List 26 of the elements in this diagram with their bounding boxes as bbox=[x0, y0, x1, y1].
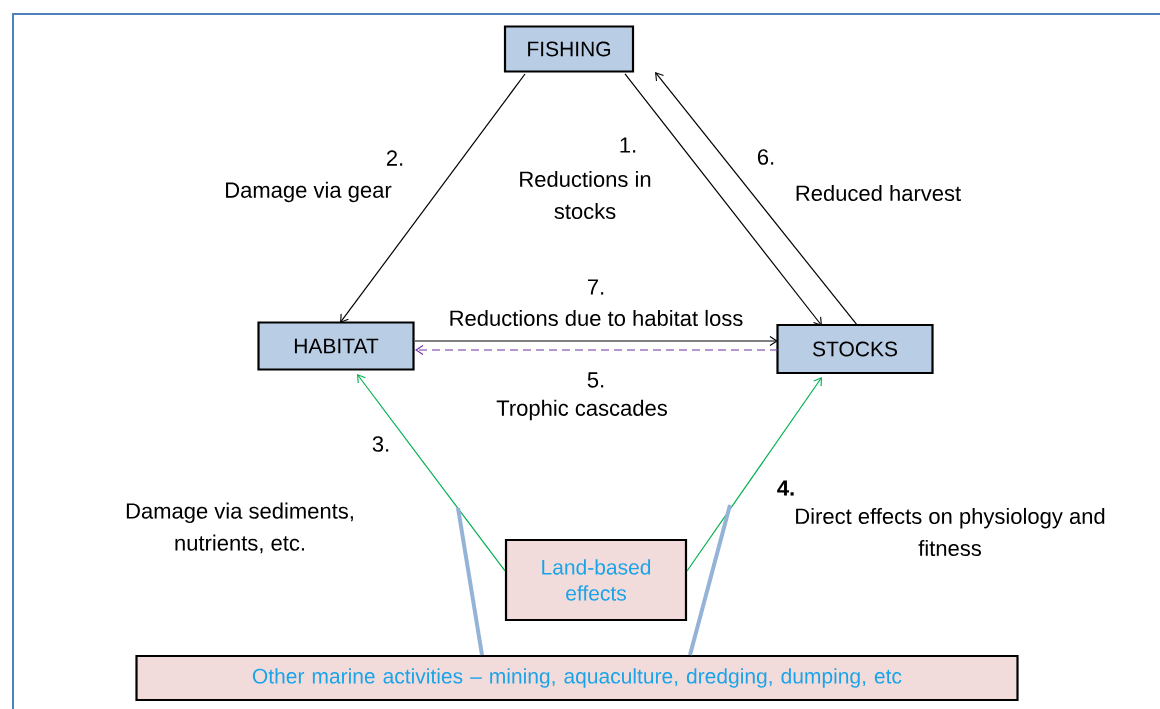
arrow bbox=[415, 344, 779, 356]
edge-label: Trophic cascades bbox=[496, 399, 667, 421]
arrow bbox=[686, 377, 822, 572]
box: Land-based effects bbox=[504, 538, 688, 622]
step-number: 1. bbox=[620, 137, 636, 153]
edge-label: Direct effects on physiology and fitness bbox=[796, 507, 1105, 557]
edge-label: Reduced harvest bbox=[796, 184, 961, 202]
step-number: 4. bbox=[777, 480, 794, 496]
box: STOCKS bbox=[776, 323, 934, 375]
edge-label: Reductions due to habitat loss bbox=[450, 309, 743, 327]
box: HABITAT bbox=[257, 321, 415, 371]
edge-label: Damage via sediments, nutrients, etc. bbox=[126, 502, 353, 554]
box: Other marine activities – mining, aquaculture, dredging, dumping, etc bbox=[135, 654, 1019, 702]
arrow bbox=[357, 374, 506, 572]
edge-label: Damage via gear bbox=[226, 181, 392, 203]
box: FISHING bbox=[503, 25, 635, 73]
arrow bbox=[655, 72, 858, 326]
arrow bbox=[624, 73, 822, 326]
arrow bbox=[340, 73, 526, 323]
step-number: 6. bbox=[757, 149, 774, 165]
arrow bbox=[414, 335, 778, 347]
step-number: 7. bbox=[587, 279, 604, 295]
edge-label: Reductions in stocks bbox=[520, 170, 651, 220]
step-number: 2. bbox=[386, 150, 403, 166]
step-number: 5. bbox=[587, 372, 604, 388]
step-number: 3. bbox=[372, 436, 389, 452]
